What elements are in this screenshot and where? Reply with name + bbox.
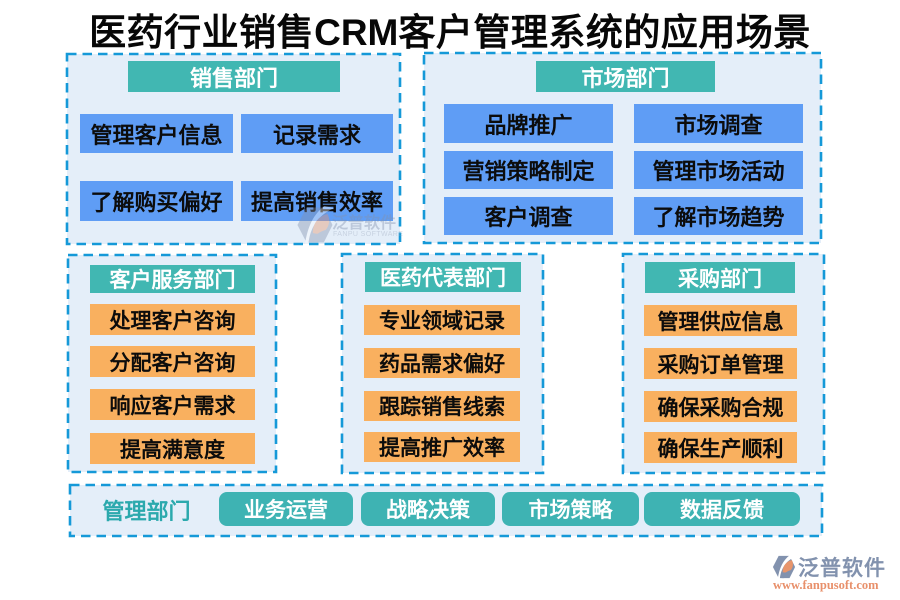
purchase-item-supply-info: 管理供应信息	[644, 305, 797, 336]
panel-medical: 医药代表部门 专业领域记录 药品需求偏好 跟踪销售线索 提高推广效率	[341, 253, 544, 473]
market-item-strategy-making: 营销策略制定	[444, 151, 613, 189]
medical-item-domain-records: 专业领域记录	[364, 305, 520, 335]
watermark-logo-icon	[297, 206, 334, 244]
purchase-item-production: 确保生产顺利	[644, 432, 797, 463]
management-label: 管理部门	[102, 498, 191, 524]
watermark: 泛普软件 FANPU SOFTWARE	[296, 205, 416, 249]
service-item-respond-demand: 响应客户需求	[90, 389, 255, 420]
panel-service: 客户服务部门 处理客户咨询 分配客户咨询 响应客户需求 提高满意度	[67, 254, 277, 473]
medical-header: 医药代表部门	[365, 262, 521, 292]
purchase-item-order-management: 采购订单管理	[644, 348, 797, 379]
market-header: 市场部门	[536, 61, 715, 92]
purchase-item-compliance: 确保采购合规	[644, 391, 797, 422]
medical-item-drug-preference: 药品需求偏好	[364, 348, 520, 378]
market-item-manage-activities: 管理市场活动	[634, 151, 803, 189]
panel-sales: 销售部门 管理客户信息 记录需求 了解购买偏好 提高销售效率	[66, 53, 401, 245]
brand-logo-icon	[772, 555, 796, 579]
sales-item-sales-efficiency: 提高销售效率	[241, 181, 393, 221]
management-item-data-feedback: 数据反馈	[644, 492, 800, 526]
medical-item-track-leads: 跟踪销售线索	[364, 391, 520, 421]
market-item-market-trends: 了解市场趋势	[634, 197, 803, 235]
page-title: 医药行业销售CRM客户管理系统的应用场景	[0, 2, 900, 56]
market-item-customer-survey: 客户调查	[444, 197, 613, 235]
service-item-satisfaction: 提高满意度	[90, 433, 255, 464]
service-header: 客户服务部门	[90, 265, 255, 293]
management-item-strategic-decision: 战略决策	[361, 492, 495, 526]
service-item-assign-inquiry: 分配客户咨询	[90, 346, 255, 377]
service-item-handle-inquiry: 处理客户咨询	[90, 304, 255, 335]
sales-item-record-demand: 记录需求	[241, 114, 393, 153]
medical-item-promotion-efficiency: 提高推广效率	[364, 432, 520, 462]
purchase-header: 采购部门	[645, 262, 795, 293]
title-pre: 医药行业销售	[89, 12, 315, 53]
panel-purchase: 采购部门 管理供应信息 采购订单管理 确保采购合规 确保生产顺利	[622, 253, 825, 473]
management-item-market-strategy: 市场策略	[502, 492, 639, 526]
title-latin: CRM	[314, 12, 399, 53]
watermark-subtitle: FANPU SOFTWARE	[333, 231, 404, 238]
sales-item-purchase-preference: 了解购买偏好	[80, 181, 233, 221]
brand-name: 泛普软件	[798, 557, 886, 580]
sales-item-manage-customer-info: 管理客户信息	[80, 114, 233, 153]
panel-market: 市场部门 品牌推广 市场调查 营销策略制定 管理市场活动 客户调查 了解市场趋势	[423, 52, 822, 244]
title-post: 客户管理系统的应用场景	[398, 12, 811, 53]
brand-url[interactable]: www.fanpusoft.com	[773, 578, 879, 592]
brand-logo: 泛普软件 www.fanpusoft.com	[770, 552, 898, 594]
sales-header: 销售部门	[128, 61, 340, 92]
market-item-brand-promotion: 品牌推广	[444, 104, 613, 143]
market-item-market-research: 市场调查	[634, 104, 803, 143]
watermark-name: 泛普软件	[332, 215, 397, 232]
management-item-business-operation: 业务运营	[219, 492, 353, 526]
panel-management: 管理部门 业务运营 战略决策 市场策略 数据反馈	[69, 484, 823, 537]
